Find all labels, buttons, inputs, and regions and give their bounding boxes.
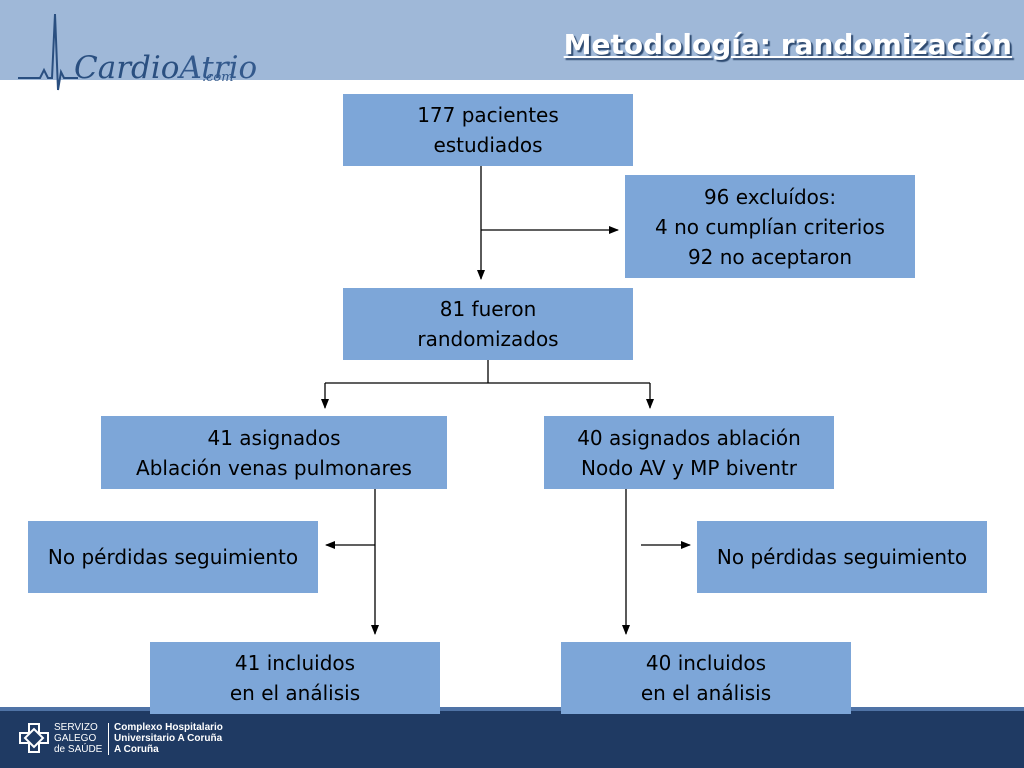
cardioatrio-logo: CardioAtrio .com bbox=[18, 12, 258, 92]
box-arm-left: 41 asignados Ablación venas pulmonares bbox=[101, 416, 447, 489]
ecg-trace-icon bbox=[18, 13, 78, 91]
footer-accent-line bbox=[0, 707, 1024, 711]
slide-title: Metodología: randomización bbox=[563, 28, 1012, 61]
sergas-cross-icon bbox=[19, 723, 49, 753]
logo-accent-text: Atrio bbox=[179, 50, 258, 86]
footer-divider bbox=[108, 723, 109, 755]
logo-wordmark: CardioAtrio bbox=[74, 50, 257, 86]
header-band bbox=[0, 0, 1024, 80]
analysis-right-overlap bbox=[561, 707, 851, 714]
box-excluded: 96 excluídos: 4 no cumplían criterios 92… bbox=[625, 175, 915, 278]
box-loss-right: No pérdidas seguimiento bbox=[716, 545, 968, 569]
box-analysis-left: 41 incluidos en el análisis bbox=[150, 642, 440, 714]
box-loss-left: No pérdidas seguimiento bbox=[47, 545, 299, 569]
logo-domain-text: .com bbox=[202, 70, 234, 85]
box-analysis-right: 40 incluidos en el análisis bbox=[561, 642, 851, 714]
sergas-logo: SERVIZO GALEGO de SAÚDE Complexo Hospita… bbox=[18, 722, 258, 758]
box-loss-right-fill bbox=[697, 521, 987, 593]
box-randomized: 81 fueron randomizados bbox=[343, 288, 633, 360]
footer-band bbox=[0, 707, 1024, 768]
hospital-name-text: Complexo Hospitalario Universitario A Co… bbox=[114, 722, 223, 755]
logo-main-text: Cardio bbox=[74, 50, 180, 86]
box-loss-left-fill bbox=[28, 521, 318, 593]
box-arm-right: 40 asignados ablación Nodo AV y MP biven… bbox=[544, 416, 834, 489]
analysis-left-overlap bbox=[150, 707, 440, 714]
servizo-galego-text: SERVIZO GALEGO de SAÚDE bbox=[54, 722, 103, 755]
box-studied: 177 pacientes estudiados bbox=[343, 94, 633, 166]
